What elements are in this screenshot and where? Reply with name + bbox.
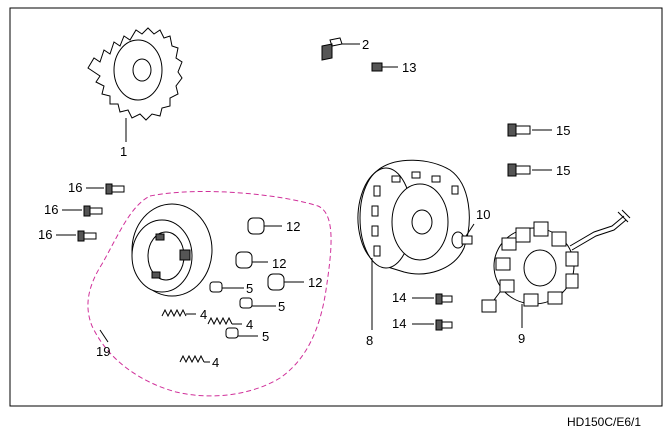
- bolt-part-16b: [62, 205, 103, 217]
- callout-14-bottom: 14: [392, 316, 406, 331]
- callout-1: 1: [120, 144, 127, 159]
- callout-12-top: 12: [286, 219, 300, 234]
- key-part-2: [321, 37, 360, 61]
- roller-part-12a: [247, 217, 282, 235]
- callout-5-middle: 5: [278, 299, 285, 314]
- callout-5-top: 5: [246, 281, 253, 296]
- clutch-housing: [131, 203, 213, 297]
- stator-part-9: [481, 209, 631, 328]
- spring-part-4a: [161, 308, 196, 318]
- spring-part-4c: [179, 354, 210, 364]
- callout-9: 9: [518, 331, 525, 346]
- callout-19: 19: [96, 344, 110, 359]
- screw-part-13: [371, 62, 398, 72]
- cap-part-5b: [239, 297, 276, 309]
- flywheel-rotor-part-8: [357, 159, 470, 330]
- bolt-part-16c: [56, 230, 97, 242]
- callout-15-upper: 15: [556, 123, 570, 138]
- callout-13: 13: [402, 60, 416, 75]
- bolt-part-15b: [507, 163, 552, 177]
- roller-part-12b: [235, 251, 268, 269]
- callout-15-lower: 15: [556, 163, 570, 178]
- callout-16-bottom: 16: [38, 227, 52, 242]
- bolt-part-14a: [412, 293, 453, 305]
- callout-4-bottom: 4: [212, 355, 219, 370]
- diagram-reference-code: HD150C/E6/1: [567, 415, 641, 429]
- callout-12-middle: 12: [272, 256, 286, 271]
- callout-8: 8: [366, 333, 373, 348]
- callout-16-top: 16: [68, 180, 82, 195]
- callout-10: 10: [476, 207, 490, 222]
- callout-2: 2: [362, 37, 369, 52]
- gear-part-1: [87, 27, 183, 142]
- callout-4-top: 4: [200, 307, 207, 322]
- bolt-part-14b: [412, 319, 453, 331]
- callout-14-top: 14: [392, 290, 406, 305]
- bolt-part-15a: [507, 123, 552, 137]
- cap-part-5a: [209, 281, 244, 293]
- callout-16-middle: 16: [44, 202, 58, 217]
- spring-part-4b: [207, 316, 242, 326]
- diagram-frame: [9, 7, 663, 407]
- roller-part-12c: [267, 273, 304, 291]
- bolt-part-10: [451, 223, 475, 249]
- bolt-part-16a: [86, 183, 125, 195]
- callout-12-bottom: 12: [308, 275, 322, 290]
- cap-part-5c: [225, 327, 258, 339]
- group-outline-19: [87, 191, 332, 397]
- callout-4-middle: 4: [246, 317, 253, 332]
- callout-5-bottom: 5: [262, 329, 269, 344]
